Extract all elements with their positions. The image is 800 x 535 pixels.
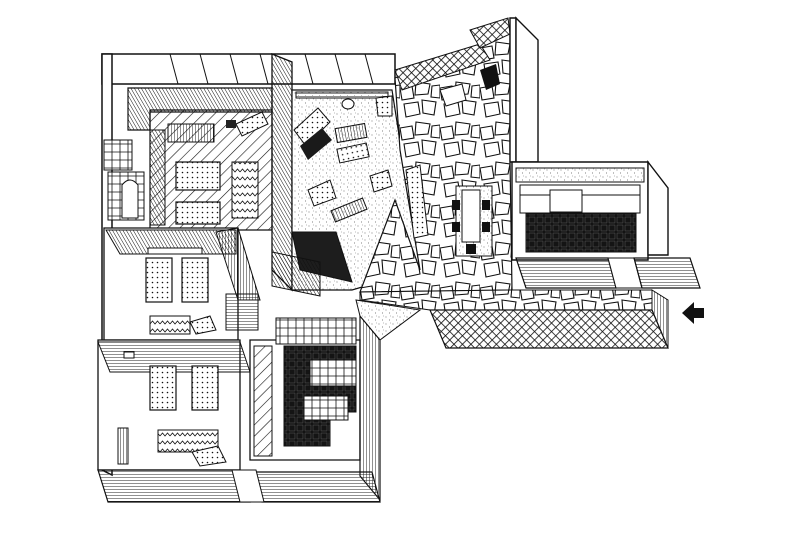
chair: [480, 64, 500, 90]
headboard: [147, 247, 203, 255]
desk: [117, 427, 129, 465]
lounge-chair: [189, 315, 217, 335]
rug: [149, 315, 191, 335]
coffee-table: [336, 142, 370, 164]
arrow-left-icon: [682, 302, 704, 324]
kitchen: [511, 159, 669, 261]
bed: [191, 365, 219, 411]
chair: [439, 83, 467, 107]
bath-1: [103, 139, 145, 221]
bath-2: [231, 299, 422, 503]
bedroom-2: [103, 227, 261, 341]
stone-hall: [359, 16, 539, 293]
rug: [231, 161, 259, 219]
lounge-chair: [235, 111, 269, 137]
rug: [330, 197, 368, 223]
entrance-deck: [515, 257, 701, 289]
armchair: [369, 169, 393, 193]
counter: [549, 189, 583, 213]
bedroom-1: [127, 87, 273, 231]
armchair: [307, 179, 337, 207]
stool: [341, 98, 355, 110]
rug: [334, 122, 368, 144]
bed: [149, 365, 177, 411]
bed: [181, 257, 209, 303]
bedroom-3: [97, 339, 251, 503]
terrace: [359, 289, 669, 349]
bathtub: [121, 179, 139, 219]
armchair: [375, 95, 393, 117]
black-tile-floor: [525, 213, 637, 253]
bed: [175, 161, 221, 191]
bed: [145, 257, 173, 303]
sofa: [293, 107, 331, 147]
rug: [157, 429, 219, 453]
side-table: [226, 120, 236, 128]
rug: [167, 123, 215, 143]
dining-table: [461, 189, 481, 243]
bench: [405, 164, 429, 239]
bed: [175, 201, 221, 225]
lounge-chair: [191, 445, 227, 467]
